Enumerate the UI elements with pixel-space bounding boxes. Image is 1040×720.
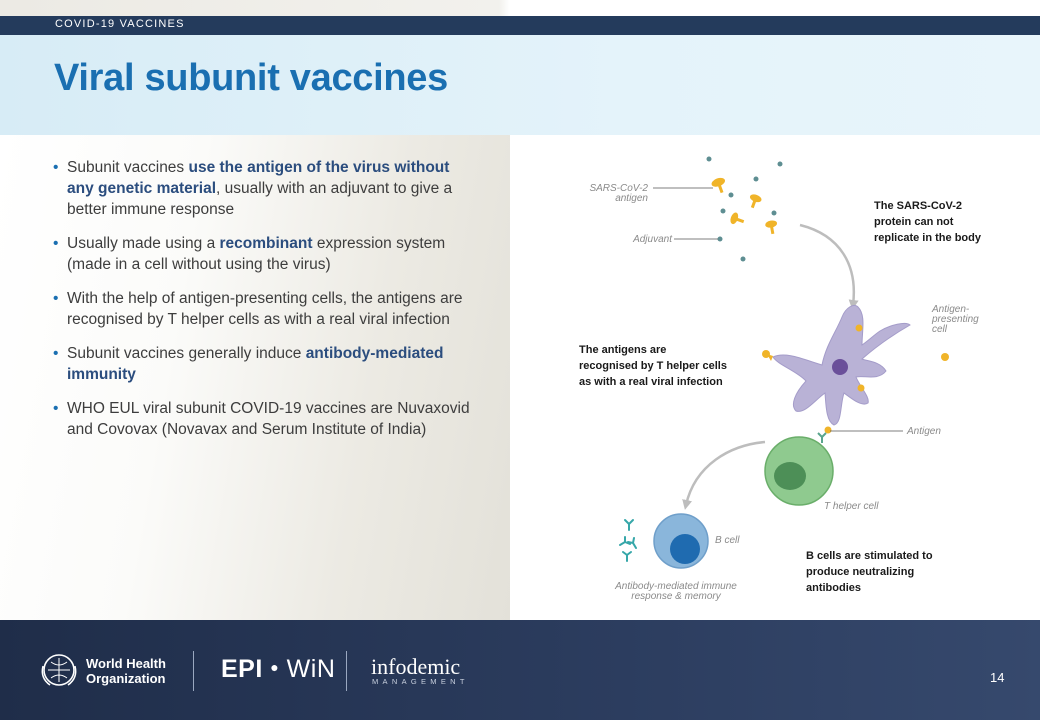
adjuvant-label: Adjuvant <box>632 234 673 245</box>
svg-text:Antigen-: Antigen- <box>931 304 970 315</box>
callout-b-cells: B cells are stimulated to produce neutra… <box>806 550 933 594</box>
svg-text:The antigens are: The antigens are <box>579 344 666 356</box>
svg-text:Antibody-mediated immune: Antibody-mediated immune <box>614 581 737 592</box>
antibodies <box>619 519 637 562</box>
bullet-item: Subunit vaccines use the antigen of the … <box>50 157 480 220</box>
infodemic-logo: infodemic <box>371 654 461 679</box>
t-helper-label: T helper cell <box>824 501 879 512</box>
apc-label: Antigen- presenting cell <box>931 304 979 335</box>
arrow-to-apc <box>799 223 859 310</box>
svg-text:as with a real viral infection: as with a real viral infection <box>579 376 723 388</box>
infodemic-subtitle: MANAGEMENT <box>372 677 469 686</box>
b-cell-label: B cell <box>715 535 740 546</box>
svg-text:produce neutralizing: produce neutralizing <box>806 566 914 578</box>
response-label: Antibody-mediated immune response & memo… <box>614 581 737 602</box>
apc-antigens <box>762 324 949 434</box>
bullet-item: With the help of antigen-presenting cell… <box>50 288 480 330</box>
callout-replicate: The SARS-CoV-2 protein can not replicate… <box>874 200 982 244</box>
adjuvant-particles <box>706 156 783 262</box>
svg-text:cell: cell <box>932 324 948 335</box>
slide-title: Viral subunit vaccines <box>54 57 448 99</box>
svg-text:replicate in the body: replicate in the body <box>874 232 982 244</box>
footer-divider <box>193 651 194 691</box>
page-number: 14 <box>990 670 1005 685</box>
bullet-item: Subunit vaccines generally induce antibo… <box>50 343 480 385</box>
callout-recognised: The antigens are recognised by T helper … <box>579 344 727 388</box>
diagram-panel <box>510 135 1040 620</box>
svg-text:response & memory: response & memory <box>631 591 721 602</box>
svg-text:B cells are stimulated to: B cells are stimulated to <box>806 550 933 562</box>
section-tag: COVID-19 VACCINES <box>55 18 185 30</box>
svg-text:antibodies: antibodies <box>806 582 861 594</box>
bullet-list: Subunit vaccines use the antigen of the … <box>50 157 480 453</box>
bullet-item: WHO EUL viral subunit COVID-19 vaccines … <box>50 398 480 440</box>
antigen-label-1: SARS-CoV-2 <box>589 183 648 194</box>
antigen-presenting-cell <box>772 304 911 426</box>
bullet-item: Usually made using a recombinant express… <box>50 233 480 275</box>
footer-divider <box>346 651 347 691</box>
arrow-to-b-cell <box>682 440 766 510</box>
who-emblem-icon <box>41 654 77 686</box>
who-name: World Health Organization <box>86 656 166 686</box>
svg-text:protein can not: protein can not <box>874 216 954 228</box>
antigen-particles <box>711 177 778 235</box>
svg-text:recognised by T helper cells: recognised by T helper cells <box>579 360 727 372</box>
svg-text:presenting: presenting <box>931 314 979 325</box>
antigen-label-2: antigen <box>615 193 648 204</box>
epi-win-logo: EPI ● WiN <box>221 655 336 683</box>
antigen-label: Antigen <box>906 426 941 437</box>
t-cell-receptor <box>817 432 827 443</box>
b-cell <box>653 513 709 569</box>
header-bar <box>0 16 1040 35</box>
immune-response-diagram: SARS-CoV-2 antigen Adjuvant The SARS-CoV… <box>579 156 982 602</box>
footer-bar <box>0 620 1040 720</box>
t-helper-cell <box>764 436 834 506</box>
svg-text:The SARS-CoV-2: The SARS-CoV-2 <box>874 200 962 212</box>
top-strip <box>0 0 1040 16</box>
